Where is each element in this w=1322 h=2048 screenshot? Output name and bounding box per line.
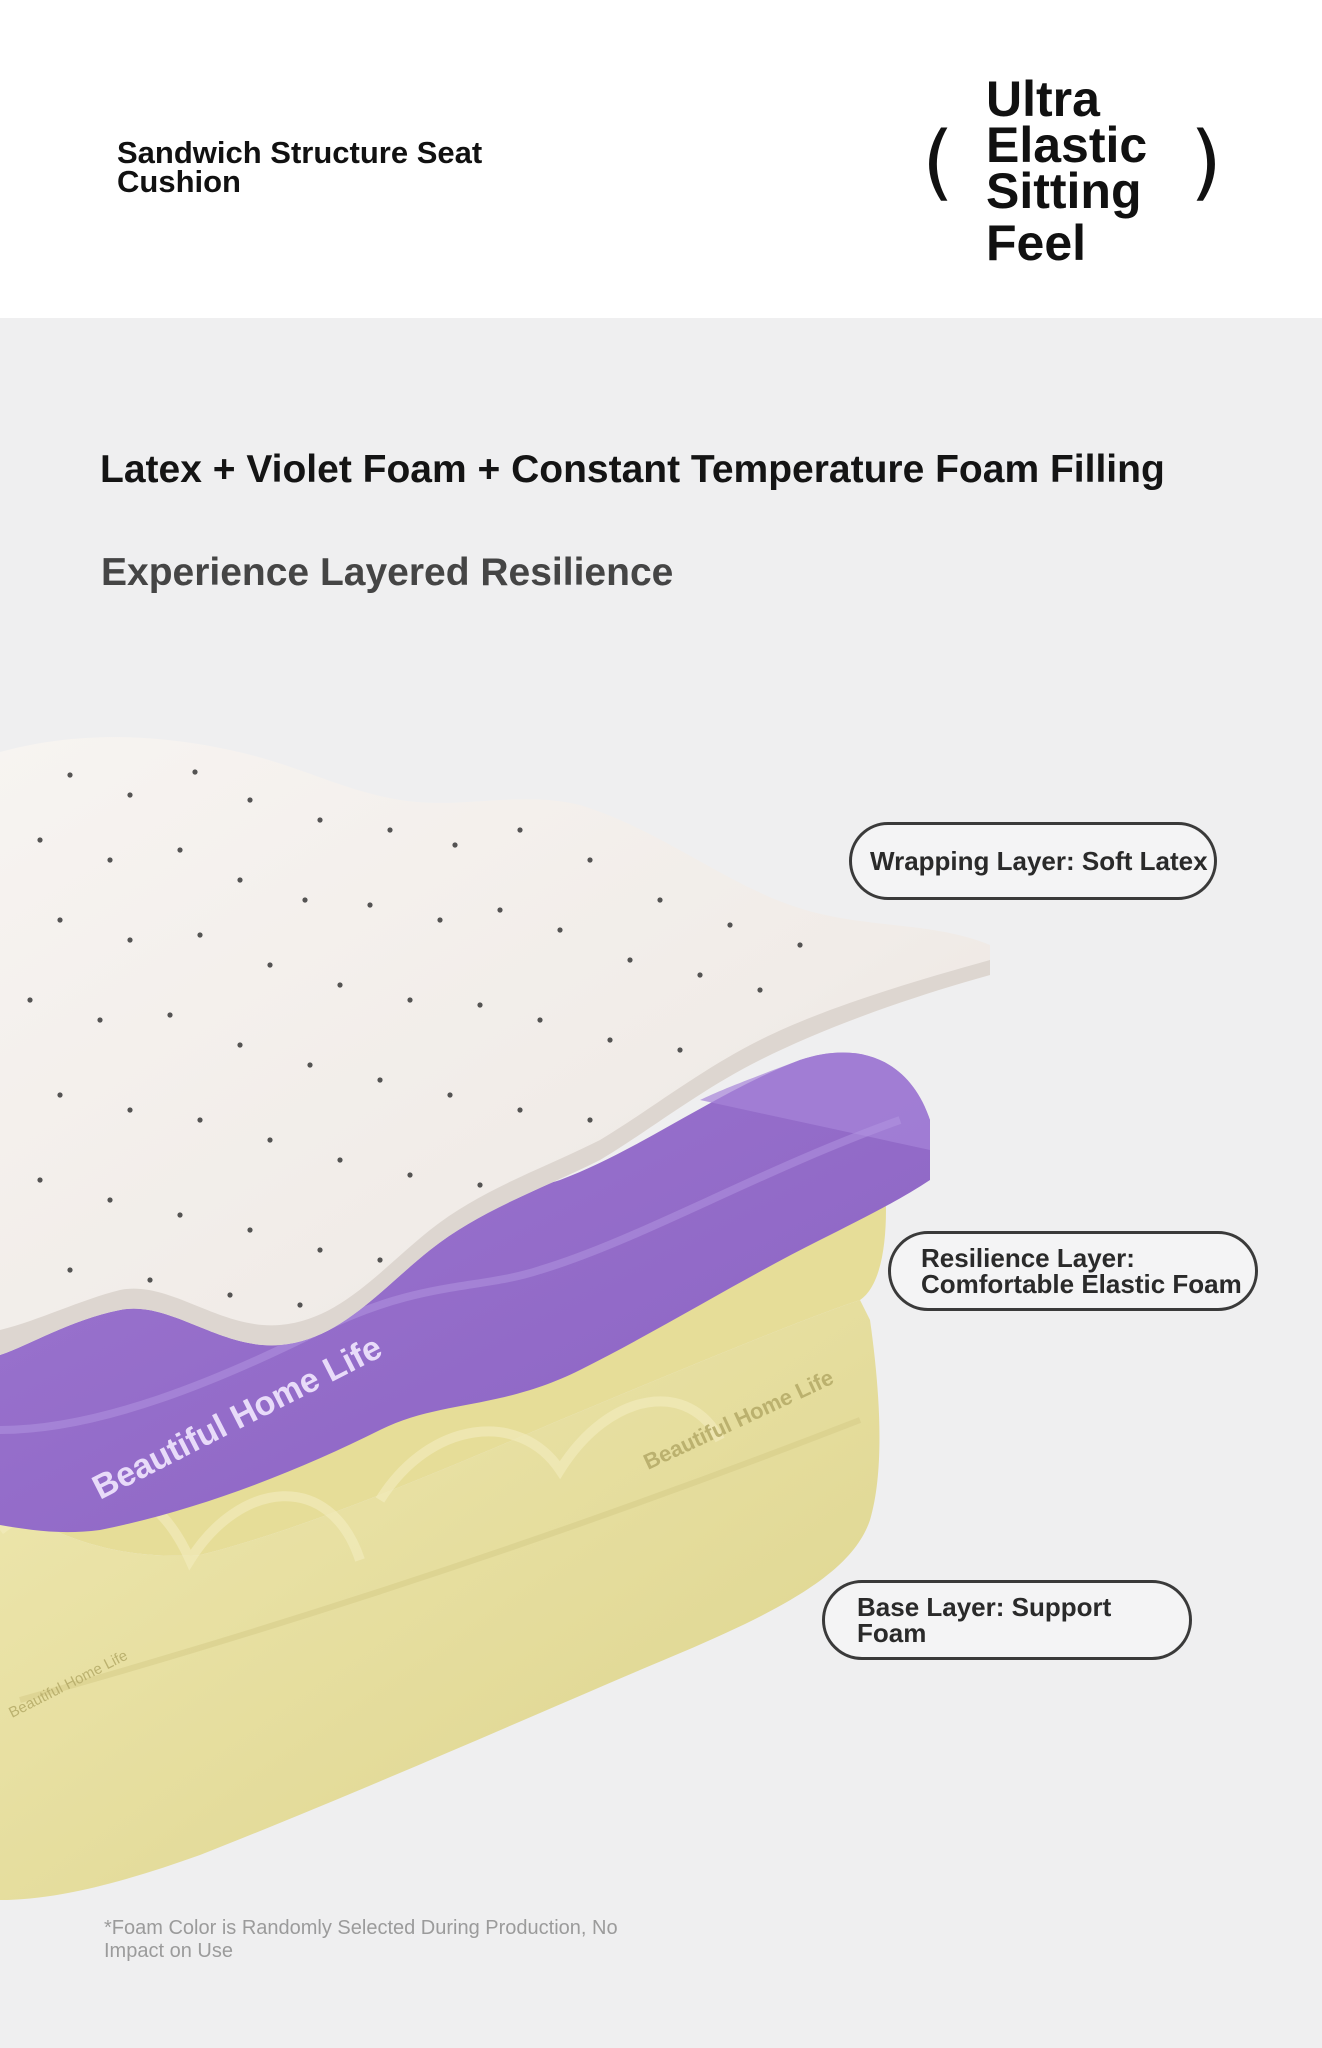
product-title-line: Cushion <box>117 164 241 199</box>
callout-resilience-layer: Resilience Layer: Comfortable Elastic Fo… <box>888 1231 1258 1311</box>
callout-base-line: Foam <box>857 1618 927 1648</box>
cushion-layers-illustration: Beautiful Home Life Beautiful Home Life … <box>0 737 990 1900</box>
close-paren: ) <box>1190 115 1222 210</box>
open-paren: ( <box>922 115 954 210</box>
feel-line: Sitting <box>986 163 1142 219</box>
subheadline: Experience Layered Resilience <box>101 551 674 594</box>
product-title: Sandwich Structure Seat Cushion <box>117 135 637 199</box>
callout-wrapping-layer: Wrapping Layer: Soft Latex <box>849 822 1217 900</box>
callout-resilience-line: Comfortable Elastic Foam <box>921 1269 1242 1299</box>
callout-base-line: Base Layer: Support <box>857 1592 1112 1622</box>
feel-line: Feel <box>986 215 1087 271</box>
violet-foam-layer <box>0 1052 930 1533</box>
latex-layer <box>0 737 990 1355</box>
feel-line: Elastic <box>986 117 1148 173</box>
product-title-line: Sandwich Structure Seat <box>117 135 483 170</box>
footnote-line: Impact on Use <box>104 1940 233 1962</box>
feel-heading: Ultra Elastic Sitting Feel <box>986 71 1206 271</box>
header-band <box>0 0 1322 318</box>
footnote: *Foam Color is Randomly Selected During … <box>104 1917 664 1963</box>
feel-line: Ultra <box>986 71 1100 127</box>
callout-base-layer: Base Layer: Support Foam <box>822 1580 1192 1660</box>
headline: Latex + Violet Foam + Constant Temperatu… <box>100 448 1165 491</box>
callout-wrapping-label: Wrapping Layer: Soft Latex <box>870 846 1208 876</box>
footnote-line: *Foam Color is Randomly Selected During … <box>104 1917 618 1939</box>
callout-resilience-line: Resilience Layer: <box>921 1243 1135 1273</box>
